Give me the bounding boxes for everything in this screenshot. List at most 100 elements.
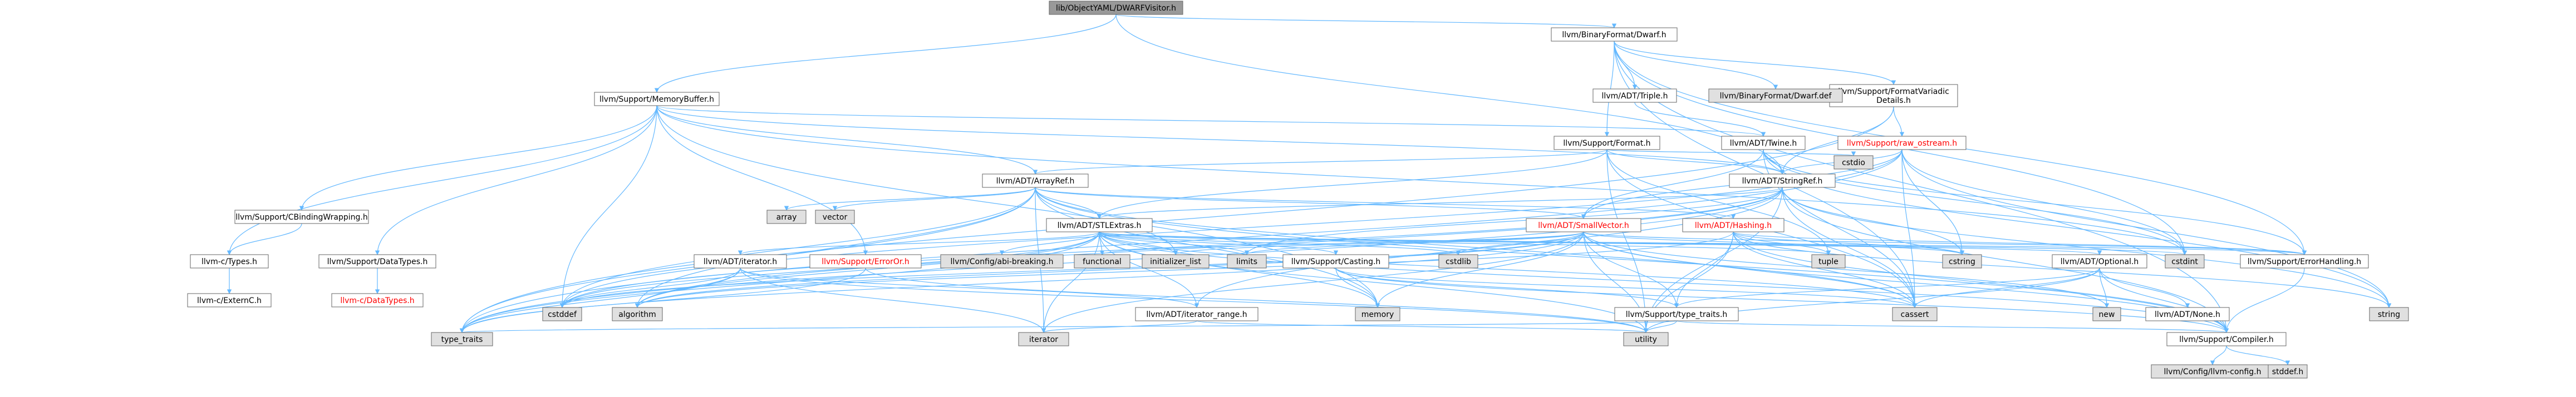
node-llvm-adt-twine-h[interactable]: llvm/ADT/Twine.h [1721, 136, 1806, 150]
node-label: cstdlib [1446, 257, 1471, 266]
edge-stringref-to-iterrange [1194, 187, 1783, 308]
node-llvm-support-errorhandling-h[interactable]: llvm/Support/ErrorHandling.h [2240, 254, 2369, 269]
node-label: llvm/ADT/Triple.h [1602, 92, 1668, 101]
node-llvm-support-erroror-h[interactable]: llvm/Support/ErrorOr.h [809, 254, 922, 269]
node-label: llvm/Support/ErrorOr.h [822, 257, 909, 266]
edge-stringref-to-cstddef [559, 187, 1783, 308]
node-label: llvm/ADT/Hashing.h [1695, 221, 1772, 230]
node-llvm-adt-triple-h[interactable]: llvm/ADT/Triple.h [1592, 88, 1677, 103]
node-initializer-list: initializer_list [1142, 254, 1210, 269]
edge-membuf-to-stringref [656, 105, 1784, 175]
node-box [1833, 155, 1874, 170]
node-llvm-support-datatypes-h[interactable]: llvm/Support/DataTypes.h [318, 254, 436, 269]
node-cstdint: cstdint [2165, 254, 2205, 269]
edge-compiler-to-llvmconfig [2210, 345, 2227, 365]
node-box [2166, 332, 2287, 346]
node-box [1623, 332, 1669, 346]
node-box [1018, 332, 1069, 346]
node-llvm-c-types-h[interactable]: llvm-c/Types.h [190, 254, 269, 269]
edge-format-to-tuple [1606, 149, 1831, 255]
node-box [2145, 307, 2230, 321]
node-label: string [2378, 310, 2400, 319]
node-cstdlib: cstdlib [1438, 254, 1478, 269]
edge-cbind-to-ctypes [227, 223, 302, 255]
node-llvm-support-compiler-h[interactable]: llvm/Support/Compiler.h [2166, 332, 2287, 346]
node-label: llvm-c/Types.h [201, 257, 257, 266]
node-llvm-c-externc-h[interactable]: llvm-c/ExternC.h [187, 293, 272, 307]
edge-typetraitsllvm-to-compiler [1676, 320, 2229, 333]
node-label: tuple [1818, 257, 1838, 266]
edge-smallvec-to-memory [1375, 231, 1584, 308]
edge-stringref-to-utility [1643, 187, 1783, 333]
edge-compiler-to-cstddefh [2226, 345, 2290, 365]
node-label: utility [1635, 335, 1657, 344]
node-llvm-support-raw-ostream-h[interactable]: llvm/Support/raw_ostream.h [1837, 136, 1967, 150]
edge-smallvec-to-errhand [1583, 231, 2307, 255]
node-functional: functional [1074, 254, 1130, 269]
edge-format-to-arrayref [1033, 149, 1607, 175]
edge-twine-to-smallvec [1581, 149, 1764, 219]
node-llvm-adt-arrayref-h[interactable]: llvm/ADT/ArrayRef.h [982, 173, 1089, 188]
node-label: stddef.h [2272, 368, 2303, 376]
node-memory: memory [1355, 307, 1400, 321]
edge-stlextras-to-iterator [738, 231, 1100, 255]
node-box [1438, 254, 1478, 269]
edge-smallvec-to-functional [1100, 231, 1584, 255]
node-box [1892, 307, 1938, 321]
node-box [1811, 254, 1846, 269]
edge-arrayref-to-vector [832, 187, 1036, 211]
node-llvm-adt-none-h[interactable]: llvm/ADT/None.h [2145, 307, 2230, 321]
edge-iterator-to-utility [740, 267, 1648, 333]
edge-fmtvar-to-typetraits [459, 106, 1894, 333]
node-box [1721, 136, 1806, 150]
node-box [1942, 254, 1982, 269]
node-llvm-adt-optional-h[interactable]: llvm/ADT/Optional.h [2052, 254, 2147, 269]
node-llvm-adt-iterator-h[interactable]: llvm/ADT/iterator.h [694, 254, 787, 269]
edge-rawos-to-typetraits [459, 149, 1902, 333]
node-llvm-adt-smallvector-h[interactable]: llvm/ADT/SmallVector.h [1526, 218, 1641, 232]
edge-root-to-membuf [654, 14, 1117, 93]
node-box [982, 173, 1089, 188]
node-lib-objectyaml-dwarfvisitor-h[interactable]: lib/ObjectYAML/DWARFVisitor.h [1049, 1, 1183, 15]
node-label: memory [1361, 310, 1394, 319]
node-box [318, 254, 436, 269]
node-label: iterator [1029, 335, 1058, 344]
edge-typetraitsllvm-to-utility [1643, 320, 1677, 333]
node-llvm-adt-stlextras-h[interactable]: llvm/ADT/STLExtras.h [1046, 218, 1153, 232]
edge-rawos-to-cstring [1901, 149, 1965, 255]
node-llvm-support-format-h[interactable]: llvm/Support/Format.h [1554, 136, 1660, 150]
node-iterator: iterator [1018, 332, 1069, 346]
edge-stlextras-to-tuple [1099, 231, 1831, 255]
node-llvm-support-type-traits-h[interactable]: llvm/Support/type_traits.h [1614, 307, 1739, 321]
edge-stlextras-to-cstdint [1099, 231, 2187, 255]
edge-format-to-stlextras [1097, 149, 1607, 219]
edge-casting-to-compiler [1335, 267, 2229, 333]
node-llvm-support-casting-h[interactable]: llvm/Support/Casting.h [1282, 254, 1389, 269]
node-box [1551, 27, 1678, 42]
node-label: llvm/BinaryFormat/Dwarf.def [1720, 92, 1832, 101]
node-box [542, 307, 582, 321]
node-llvm-adt-hashing-h[interactable]: llvm/ADT/Hashing.h [1682, 218, 1784, 232]
node-llvm-c-datatypes-h[interactable]: llvm-c/DataTypes.h [331, 293, 424, 307]
node-llvm-adt-stringref-h[interactable]: llvm/ADT/StringRef.h [1729, 173, 1836, 188]
edge-smallvec-to-algorithm [635, 231, 1584, 308]
node-llvm-adt-iterator-range-h[interactable]: llvm/ADT/iterator_range.h [1135, 307, 1258, 321]
edge-hashing-to-cstring [1733, 231, 1965, 255]
node-llvm-support-memorybuffer-h[interactable]: llvm/Support/MemoryBuffer.h [594, 92, 720, 106]
edge-smallvec-to-limits [1245, 231, 1584, 255]
edge-arrayref-to-cassert [1035, 187, 1918, 308]
node-box [1829, 84, 1958, 107]
node-box [1049, 1, 1183, 15]
edge-arrayref-to-hashing [1035, 187, 1736, 219]
node-llvm-binaryformat-dwarf-h[interactable]: llvm/BinaryFormat/Dwarf.h [1551, 27, 1678, 42]
edge-iterator-to-iteratorstd [740, 267, 1046, 333]
node-box [1142, 254, 1210, 269]
node-box [1729, 173, 1836, 188]
node-llvm-support-cbindingwrapping-h[interactable]: llvm/Support/CBindingWrapping.h [234, 210, 369, 224]
edge-format-to-cstdio [1606, 149, 1856, 156]
node-label: llvm/Support/MemoryBuffer.h [599, 95, 714, 104]
node-label: algorithm [618, 310, 656, 319]
node-label: llvm/Support/DataTypes.h [327, 257, 428, 266]
